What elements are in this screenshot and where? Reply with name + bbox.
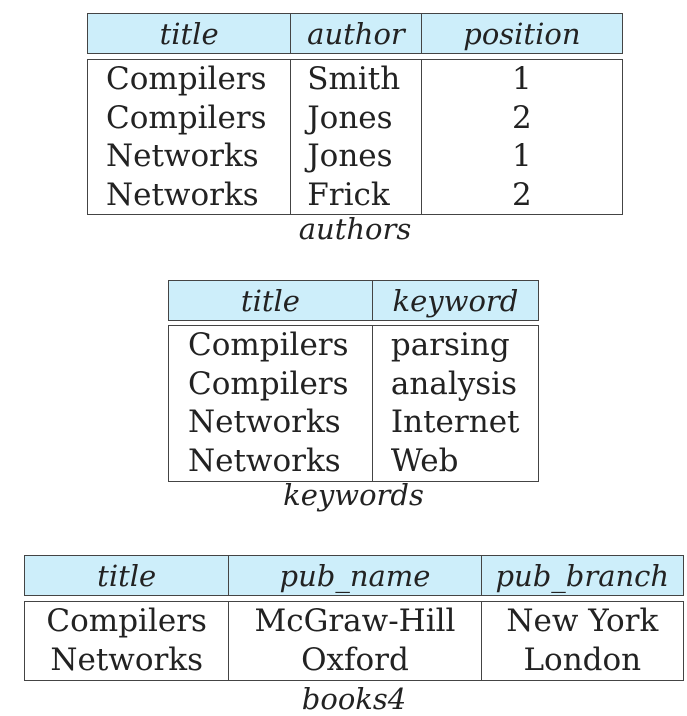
column-header-pub-name: pub_name: [229, 556, 482, 595]
keywords-table-header: title keyword: [168, 280, 539, 321]
authors-table-header: title author position: [87, 13, 623, 54]
table-caption-keywords: keywords: [283, 478, 424, 512]
table-cell: analysis: [390, 365, 517, 402]
keywords-title-column: Compilers Compilers Networks Networks: [169, 326, 373, 481]
table-cell: London: [523, 641, 642, 678]
table-cell: Internet: [390, 404, 520, 440]
books4-table-body: Compilers Networks McGraw-Hill Oxford Ne…: [24, 601, 684, 681]
table-cell: Compilers: [46, 603, 207, 639]
authors-author-column: Smith Jones Jones Frick: [291, 60, 422, 214]
books4-pub-name-column: McGraw-Hill Oxford: [229, 602, 482, 680]
column-header-keyword: keyword: [392, 283, 519, 318]
column-header-pub-branch: pub_branch: [495, 558, 670, 593]
authors-title-column: Compilers Compilers Networks Networks: [88, 60, 292, 214]
keywords-keyword-column: parsing analysis Internet Web: [373, 326, 538, 481]
table-cell: Jones: [307, 99, 393, 136]
table-caption-authors: authors: [298, 212, 412, 246]
table-cell: 2: [512, 99, 532, 136]
authors-table-body: Compilers Compilers Networks Networks Sm…: [87, 59, 623, 215]
table-cell: Networks: [106, 176, 259, 213]
table-cell: Jones: [307, 138, 393, 174]
table-cell: Smith: [307, 61, 401, 97]
table-cell: Compilers: [106, 61, 267, 97]
column-header-title: title: [88, 14, 292, 53]
table-cell: Networks: [188, 404, 341, 440]
books4-title-column: Compilers Networks: [25, 602, 230, 680]
books4-pub-branch-column: New York London: [482, 602, 683, 680]
authors-position-column: 1 2 1 2: [422, 60, 622, 214]
table-cell: Networks: [106, 138, 259, 174]
table-cell: Frick: [307, 176, 390, 213]
table-caption-books4: books4: [301, 682, 407, 716]
table-cell: Compilers: [188, 327, 349, 363]
table-cell: 2: [512, 176, 532, 213]
table-cell: McGraw-Hill: [254, 603, 456, 639]
keywords-table-body: Compilers Compilers Networks Networks pa…: [168, 325, 539, 482]
column-header-position: position: [463, 16, 581, 51]
table-cell: Oxford: [301, 641, 409, 678]
column-header-title: title: [25, 556, 230, 595]
table-cell: Compilers: [188, 365, 349, 402]
books4-table-header: title pub_name pub_branch: [24, 555, 684, 596]
table-cell: Web: [390, 442, 459, 479]
table-cell: Compilers: [106, 99, 267, 136]
table-cell: parsing: [390, 327, 510, 363]
column-header-title: title: [169, 281, 373, 320]
table-cell: 1: [512, 61, 532, 97]
table-cell: New York: [506, 603, 659, 639]
column-header-author: author: [291, 14, 422, 53]
table-cell: Networks: [50, 641, 203, 678]
table-cell: Networks: [188, 442, 341, 479]
table-cell: 1: [512, 138, 532, 174]
